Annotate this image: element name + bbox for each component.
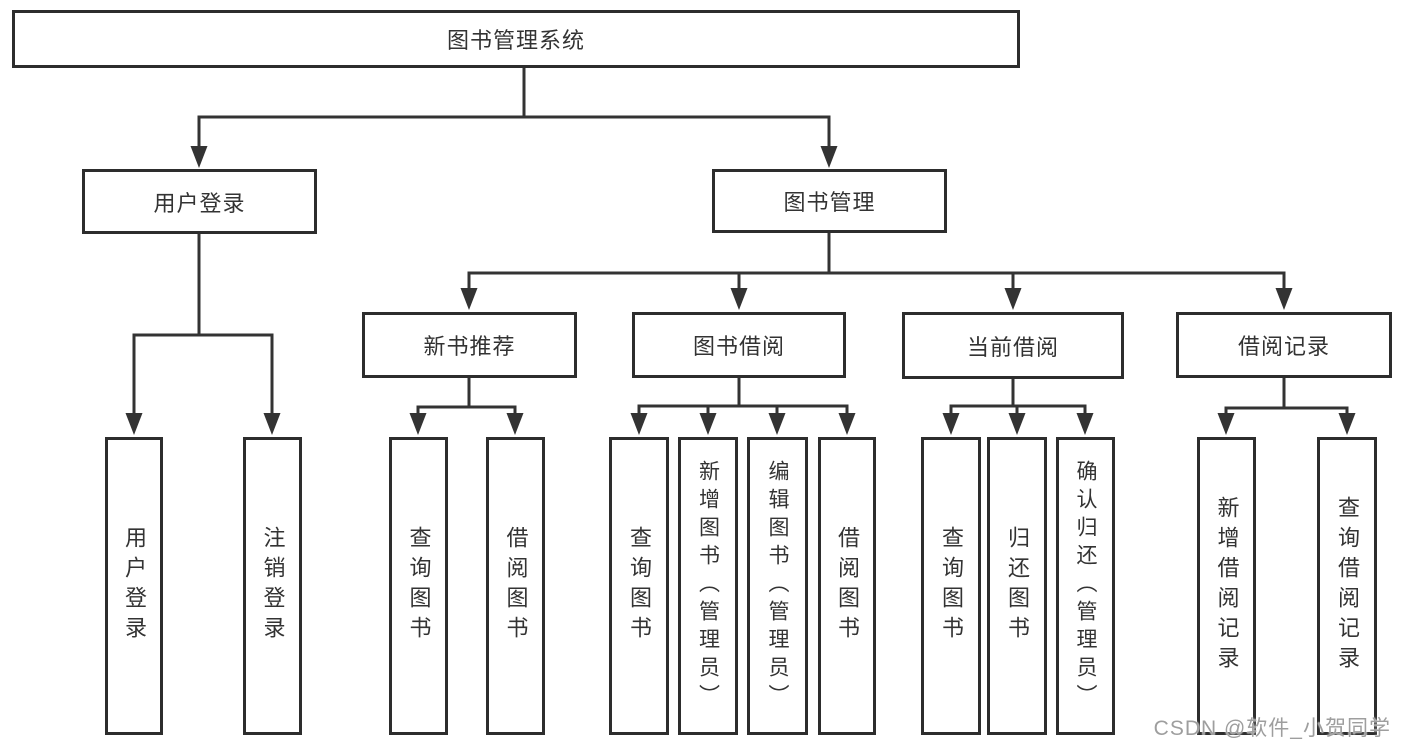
leaf-label: 新增图书（管理员） [696, 460, 720, 712]
csdn-watermark: CSDN @软件_小贺同学 [1153, 717, 1391, 740]
leaf-label: 新增借阅记录 [1214, 496, 1240, 676]
leaf-add-book-admin: 新增图书（管理员） [678, 437, 738, 735]
leaf-borrow-book: 借阅图书 [818, 437, 876, 735]
node-book-borrow: 图书借阅 [632, 312, 846, 378]
leaf-logout: 注销登录 [243, 437, 302, 735]
leaf-label: 查询图书 [627, 526, 652, 646]
leaf-query-borrow-record: 查询借阅记录 [1317, 437, 1377, 735]
leaf-label: 编辑图书（管理员） [766, 460, 789, 712]
leaf-edit-book-admin: 编辑图书（管理员） [747, 437, 808, 735]
leaf-query-book-current: 查询图书 [921, 437, 981, 735]
leaf-borrow-book-recommend: 借阅图书 [486, 437, 545, 735]
leaf-label: 确认归还（管理员） [1074, 460, 1097, 712]
leaf-return-book: 归还图书 [987, 437, 1047, 735]
leaf-label: 归还图书 [1005, 526, 1030, 646]
leaf-confirm-return-admin: 确认归还（管理员） [1056, 437, 1115, 735]
node-new-book-recommend: 新书推荐 [362, 312, 577, 378]
leaf-query-book-recommend: 查询图书 [389, 437, 448, 735]
leaf-label: 查询借阅记录 [1335, 496, 1360, 676]
leaf-query-book-borrow: 查询图书 [609, 437, 669, 735]
leaf-label: 借阅图书 [503, 526, 529, 646]
node-current-borrow: 当前借阅 [902, 312, 1124, 379]
leaf-label: 查询图书 [939, 526, 964, 646]
leaf-label: 用户登录 [122, 526, 147, 646]
leaf-label: 借阅图书 [835, 526, 860, 646]
node-book-management-branch: 图书管理 [712, 169, 947, 233]
leaf-user-login: 用户登录 [105, 437, 163, 735]
leaf-add-borrow-record: 新增借阅记录 [1197, 437, 1256, 735]
node-root: 图书管理系统 [12, 10, 1020, 68]
leaf-label: 查询图书 [406, 526, 432, 646]
node-user-login-branch: 用户登录 [82, 169, 317, 234]
node-borrow-record: 借阅记录 [1176, 312, 1392, 378]
arrowhead-icons [125, 146, 1356, 435]
leaf-label: 注销登录 [260, 526, 286, 646]
